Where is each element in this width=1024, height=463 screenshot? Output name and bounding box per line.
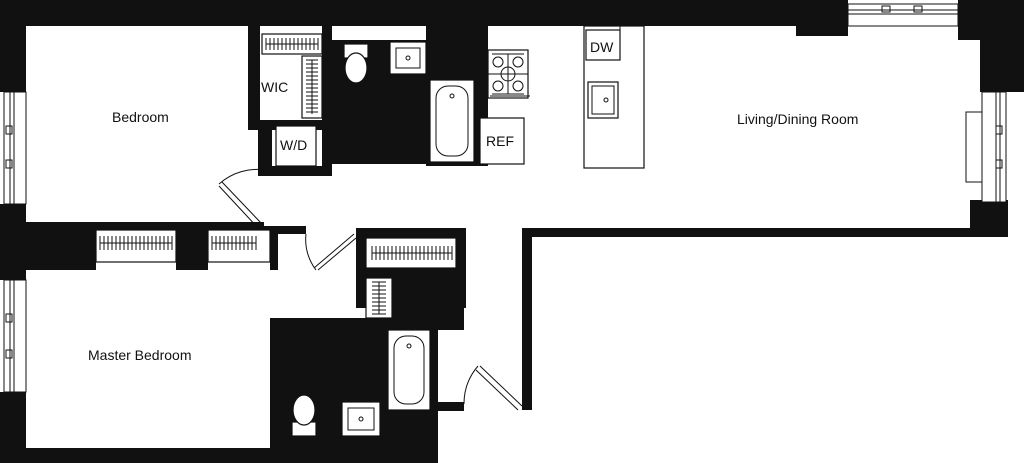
stove-icon [487, 49, 530, 99]
window-left-bedroom [3, 91, 27, 205]
wic-closet-side [301, 55, 323, 119]
washer-dryer-label: W/D [280, 137, 307, 153]
room-labels: Bedroom Master Bedroom Living/Dining Roo… [88, 109, 858, 363]
closet-rod [99, 236, 173, 250]
bathtub-icon [429, 79, 475, 163]
closet-rod [306, 59, 318, 114]
window-left-master-bedroom [3, 279, 27, 393]
master-sink-icon [341, 401, 381, 437]
closet-master-2 [207, 229, 271, 263]
room-label-living-dining: Living/Dining Room [737, 111, 858, 127]
door-master-bedroom [305, 233, 357, 271]
washer-dryer: W/D [275, 125, 317, 167]
master-bathroom [291, 329, 431, 437]
closet-master-1 [95, 229, 177, 263]
kitchen-island: DW [583, 25, 645, 169]
doors [218, 168, 523, 411]
sink-icon [389, 41, 427, 75]
wic-closet-top [261, 33, 323, 55]
master-toilet-icon [291, 394, 317, 437]
door-bedroom [218, 168, 267, 229]
refrigerator-label: REF [486, 133, 514, 149]
kitchen-sink-icon [587, 81, 619, 119]
window-right-living [965, 91, 1007, 203]
closets [95, 33, 457, 319]
walk-in-closet-label: WIC [261, 79, 288, 95]
closet-rod [371, 246, 453, 260]
door-entry [463, 365, 523, 411]
room-label-bedroom: Bedroom [112, 109, 169, 125]
bathroom-1 [343, 41, 475, 163]
dishwasher-label: DW [590, 39, 614, 55]
refrigerator: REF [479, 117, 525, 165]
toilet-icon [343, 43, 369, 84]
kitchen: REF DW [479, 25, 645, 169]
closet-rod [211, 236, 257, 250]
window-top-living [847, 3, 959, 27]
closet-rod [372, 281, 386, 315]
closet-hall [365, 237, 457, 269]
closet-rod [265, 38, 319, 50]
closet-hall-side [365, 277, 393, 319]
dishwasher: DW [585, 29, 621, 61]
windows [3, 3, 1007, 393]
room-label-master-bedroom: Master Bedroom [88, 347, 191, 363]
master-bathtub-icon [387, 329, 431, 411]
